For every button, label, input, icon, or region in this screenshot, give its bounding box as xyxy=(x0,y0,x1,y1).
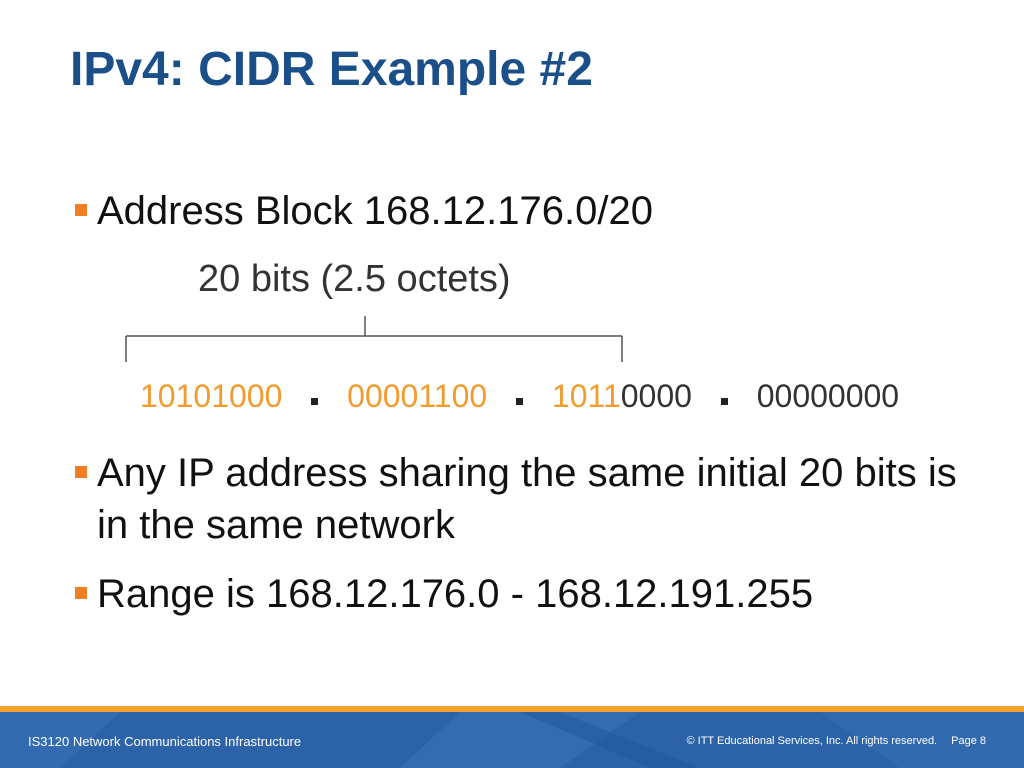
host-bits: 00000000 xyxy=(756,378,900,414)
bracket-diagram xyxy=(125,316,623,362)
slide-title: IPv4: CIDR Example #2 xyxy=(70,43,593,96)
footer-bar: IS3120 Network Communications Infrastruc… xyxy=(0,706,1024,768)
bullet-text: Range is 168.12.176.0 - 168.12.191.255 xyxy=(97,572,814,616)
bits-label: 20 bits (2.5 octets) xyxy=(198,258,511,300)
bullet-item: Any IP address sharing the same initial … xyxy=(75,447,975,551)
binary-address-row: 10101000 00001100 10110000 00000000 xyxy=(140,378,899,415)
octet-separator-dot xyxy=(311,398,319,406)
course-name: IS3120 Network Communications Infrastruc… xyxy=(28,734,302,749)
footer-accent-stripe xyxy=(0,706,1024,712)
copyright-text: © ITT Educational Services, Inc. All rig… xyxy=(686,735,938,747)
bullet-item: Address Block 168.12.176.0/20 xyxy=(75,185,955,237)
bullet-square-icon xyxy=(75,204,87,216)
network-bits: 10101000 xyxy=(140,378,283,414)
bullet-square-icon xyxy=(75,587,87,599)
octet-4: 00000000 xyxy=(757,378,899,415)
footer-info: © ITT Educational Services, Inc. All rig… xyxy=(687,735,987,747)
bullet-item: Range is 168.12.176.0 - 168.12.191.255 xyxy=(75,568,975,620)
bullet-text: Address Block 168.12.176.0/20 xyxy=(97,189,653,233)
host-bits: 0000 xyxy=(620,378,692,414)
footer-decoration xyxy=(0,712,1024,768)
page-number: Page 8 xyxy=(951,735,986,747)
octet-separator-dot xyxy=(720,398,728,406)
octet-1: 10101000 xyxy=(140,378,282,415)
network-bits: 1011 xyxy=(551,378,621,414)
octet-2: 00001100 xyxy=(347,378,487,415)
network-bits: 00001100 xyxy=(347,378,488,414)
octet-3: 10110000 xyxy=(552,378,692,415)
octet-separator-dot xyxy=(516,398,524,406)
bullet-text: Any IP address sharing the same initial … xyxy=(97,451,957,547)
bullet-square-icon xyxy=(75,466,87,478)
